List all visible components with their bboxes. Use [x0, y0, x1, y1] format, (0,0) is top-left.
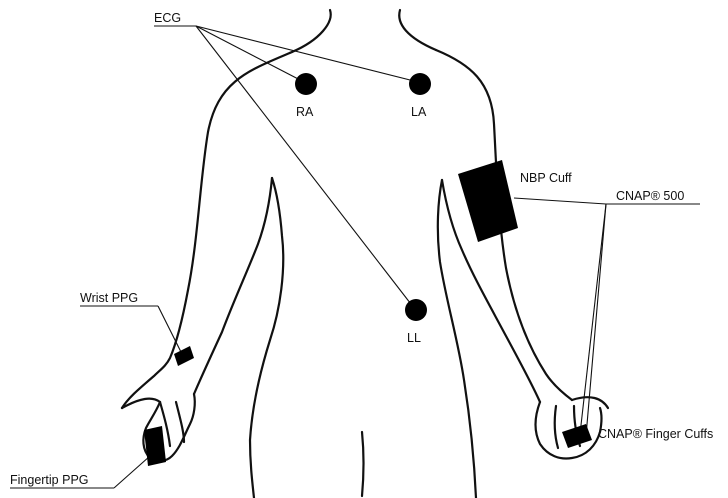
la-electrode — [409, 73, 431, 95]
cnap-finger-cuffs-label: CNAP® Finger Cuffs — [598, 427, 713, 441]
right-thumb-outline — [572, 397, 608, 408]
fingertip-ppg-line — [114, 456, 150, 488]
cnap-500-line-cuff — [514, 198, 606, 204]
ll-electrode — [405, 299, 427, 321]
wrist-ppg-label: Wrist PPG — [80, 291, 138, 305]
labels: ECG RA LA LL NBP Cuff CNAP® 500 Wrist PP… — [10, 11, 713, 487]
sensors — [144, 73, 592, 466]
ll-label: LL — [407, 331, 421, 345]
left-torso-outline — [250, 178, 283, 498]
fingertip-ppg-sensor — [144, 426, 166, 466]
left-finger-line-2 — [176, 402, 184, 442]
leader-lines — [10, 26, 700, 488]
ecg-line-ll — [196, 26, 414, 308]
la-label: LA — [411, 105, 427, 119]
left-arm-inner-outline — [194, 178, 272, 394]
cnap-finger-cuffs — [562, 424, 592, 448]
center-bottom-outline — [362, 432, 364, 496]
right-torso-outline — [438, 180, 476, 498]
ra-label: RA — [296, 105, 314, 119]
body-outline — [122, 10, 608, 498]
nbp-cuff — [458, 160, 518, 242]
cnap-500-label: CNAP® 500 — [616, 189, 684, 203]
neck-right-outline — [399, 10, 436, 50]
neck-left-outline — [292, 10, 331, 52]
ra-electrode — [295, 73, 317, 95]
cnap-500-line-finger-a — [580, 204, 606, 434]
ecg-label: ECG — [154, 11, 181, 25]
right-finger-line-1 — [555, 406, 558, 448]
nbp-cuff-label: NBP Cuff — [520, 171, 572, 185]
wrist-ppg-sensor — [174, 346, 194, 366]
fingertip-ppg-label: Fingertip PPG — [10, 473, 89, 487]
